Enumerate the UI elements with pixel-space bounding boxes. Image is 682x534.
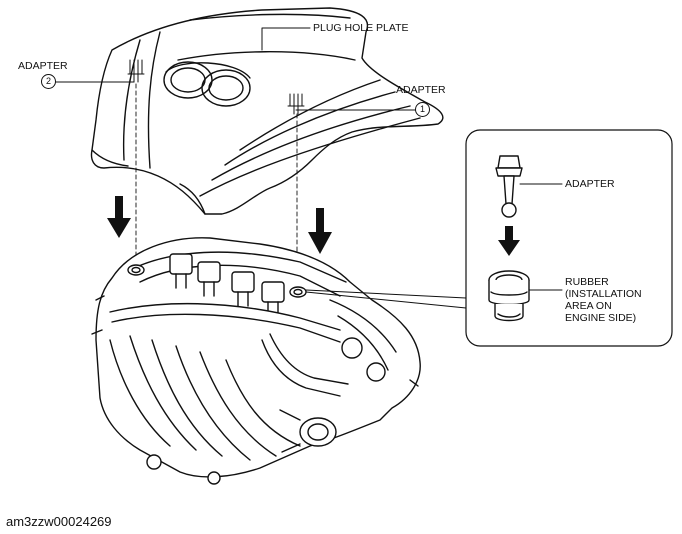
rubber-detail-illustration [488, 270, 563, 322]
plug-hole-plate-label: PLUG HOLE PLATE [313, 22, 409, 34]
adapter-label-left: ADAPTER [18, 60, 68, 72]
figure-id: am3zzw00024269 [6, 514, 112, 529]
adapter-label-right: ADAPTER [396, 84, 446, 96]
down-arrow-icon [107, 196, 332, 254]
rubber-inset-label: RUBBER (INSTALLATION AREA ON ENGINE SIDE… [565, 276, 642, 324]
callout-number-right: 1 [415, 102, 430, 117]
adapter-detail-illustration [495, 155, 563, 218]
engine-illustration [91, 237, 421, 485]
down-arrow-icon [498, 226, 520, 256]
adapter-inset-label: ADAPTER [565, 178, 615, 190]
plug-hole-plate-illustration [90, 7, 444, 215]
callout-number-left: 2 [41, 74, 56, 89]
